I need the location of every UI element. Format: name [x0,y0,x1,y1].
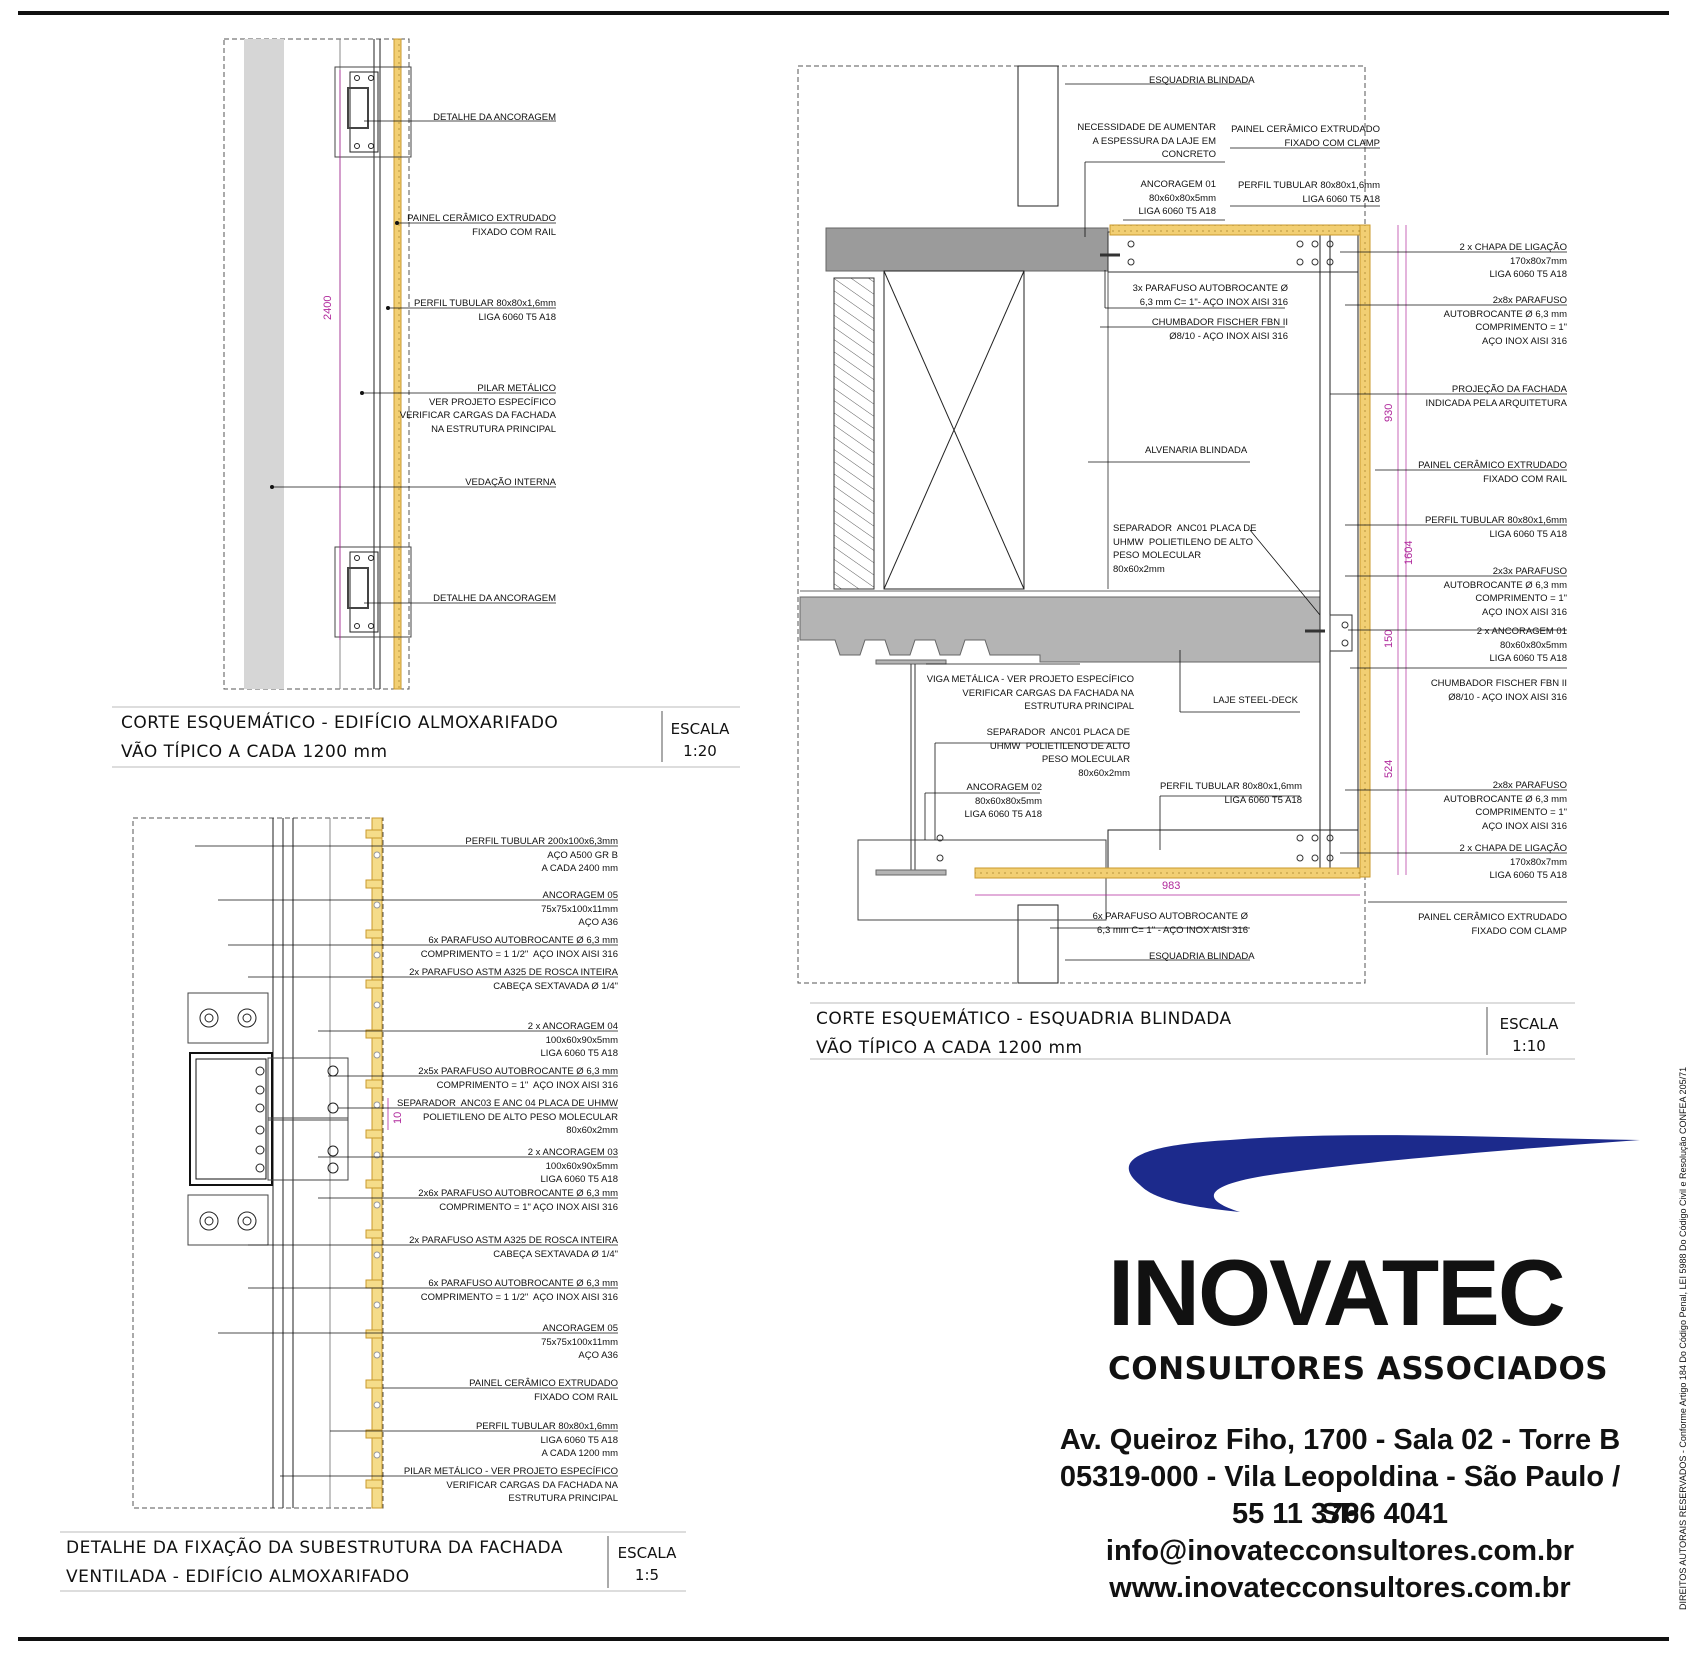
label-parafuso-6x-bottom: 6x PARAFUSO AUTOBROCANTE Ø 6,3 mm COMPRI… [420,1278,618,1303]
label-projecao-fachada: PROJEÇÃO DA FACHADA INDICADA PELA ARQUIT… [1425,384,1567,409]
label-painel-ceramico: PAINEL CERÂMICO EXTRUDADO FIXADO COM RAI… [407,213,556,238]
label-chumbador-bottom: CHUMBADOR FISCHER FBN II Ø8/10 - AÇO INO… [1430,678,1567,703]
label-laje-steel-deck: LAJE STEEL-DECK [1213,695,1298,706]
label-ancoragem-05-top: ANCORAGEM 05 75x75x100x11mm AÇO A36 [541,890,618,928]
label-ancoragem-02: ANCORAGEM 02 80x60x80x5mm LIGA 6060 T5 A… [964,782,1042,820]
dimension-1604: 1604 [1403,540,1415,565]
contact-address-line1: Av. Queiroz Fiho, 1700 - Sala 02 - Torre… [1059,1424,1621,1456]
brand-logo-text: INOVATEC [1108,1240,1566,1345]
contact-phone: 55 11 3766 4041 [1231,1498,1449,1530]
label-painel-ceramico-rail: PAINEL CERÂMICO EXTRUDADO FIXADO COM RAI… [469,1378,618,1403]
title-esquadria-line1: CORTE ESQUEMÁTICO - ESQUADRIA BLINDADA [816,1009,1232,1029]
copyright-notice: DIREITOS AUTORAIS RESERVADOS - Conforme … [1678,1066,1688,1610]
label-vedacao-interna: VEDAÇÃO INTERNA [465,477,556,488]
label-parafuso-astm-top: 2x PARAFUSO ASTM A325 DE ROSCA INTEIRA C… [409,967,618,992]
detalhe-ancoragem-top [334,66,412,158]
laje-steel-deck [799,596,1321,663]
label-chapa-ligacao-bottom: 2 x CHAPA DE LIGAÇÃO 170x80x7mm LIGA 606… [1459,843,1567,881]
drawing-frame [18,11,1669,1641]
scale-value-1: 1:20 [683,742,717,760]
view-corte-esquadria [797,65,1575,1060]
contact-email[interactable]: info@inovatecconsultores.com.br [1105,1535,1575,1567]
contact-website[interactable]: www.inovatecconsultores.com.br [1109,1572,1571,1604]
view-corte-almoxarifado [112,38,740,768]
label-separador-anc01-top: SEPARADOR ANC01 PLACA DE UHMW POLIETILEN… [1113,523,1257,575]
detalhe-ancoragem-bottom [334,546,412,638]
title-almoxarifado-line1: CORTE ESQUEMÁTICO - EDIFÍCIO ALMOXARIFAD… [121,713,559,733]
logo-swoosh [1128,1135,1640,1212]
label-pilar-metalico-2: PILAR METÁLICO - VER PROJETO ESPECÍFICO … [403,1466,618,1504]
view-detalhe-fixacao [60,817,686,1592]
alvenaria-hachurada [833,277,875,590]
dimension-983: 983 [1162,880,1181,892]
label-2x3x-parafuso: 2x3x PARAFUSO AUTOBROCANTE Ø 6,3 mm COMP… [1443,566,1567,618]
label-ancoragem-01: ANCORAGEM 01 80x60x80x5mm LIGA 6060 T5 A… [1138,179,1216,217]
vedacao-interna [244,39,284,689]
label-separador-anc03: SEPARADOR ANC03 E ANC 04 PLACA DE UHMW P… [396,1098,618,1136]
label-esquadria-blindada-top: ESQUADRIA BLINDADA [1149,75,1255,86]
label-perfil-tubular-right: PERFIL TUBULAR 80x80x1,6mm LIGA 6060 T5 … [1424,515,1567,540]
title-almoxarifado-line2: VÃO TÍPICO A CADA 1200 mm [121,742,388,762]
title-esquadria-line2: VÃO TÍPICO A CADA 1200 mm [816,1038,1083,1058]
scale-label-2: ESCALA [617,1544,677,1562]
label-necessidade-laje: NECESSIDADE DE AUMENTAR A ESPESSURA DA L… [1077,122,1216,160]
label-alvenaria-blindada: ALVENARIA BLINDADA [1145,445,1248,456]
dimension-524: 524 [1383,759,1395,778]
brand-subtitle: CONSULTORES ASSOCIADOS [1108,1351,1609,1387]
label-ancoragem-05-bottom: ANCORAGEM 05 75x75x100x11mm AÇO A36 [541,1323,618,1361]
label-6x-parafuso: 6x PARAFUSO AUTOBROCANTE Ø 6,3 mm C= 1" … [1092,911,1248,936]
label-chapa-ligacao-top: 2 x CHAPA DE LIGAÇÃO 170x80x7mm LIGA 606… [1459,242,1567,280]
label-perfil-tubular: PERFIL TUBULAR 80x80x1,6mm LIGA 6060 T5 … [413,298,556,323]
label-perfil-tubular-80: PERFIL TUBULAR 80x80x1,6mm LIGA 6060 T5 … [475,1421,618,1459]
label-painel-clamp-bottom: PAINEL CERÂMICO EXTRUDADO FIXADO COM CLA… [1418,912,1567,937]
label-parafuso-astm-bottom: 2x PARAFUSO ASTM A325 DE ROSCA INTEIRA C… [409,1235,618,1260]
scale-value-2: 1:5 [634,1566,660,1584]
dimension-930: 930 [1383,403,1395,422]
label-parafuso-6x-top: 6x PARAFUSO AUTOBROCANTE Ø 6,3 mm COMPRI… [420,935,618,960]
rail-profile-teeth [365,829,383,1489]
label-perfil-200x100: PERFIL TUBULAR 200x100x6,3mm AÇO A500 GR… [465,836,618,874]
dimension-150: 150 [1383,629,1395,648]
scale-value-3: 1:10 [1512,1037,1546,1055]
label-2x8x-parafuso-bottom: 2x8x PARAFUSO AUTOBROCANTE Ø 6,3 mm COMP… [1443,780,1567,832]
dimension-10: 10 [392,1111,404,1124]
dimension-2400: 2400 [322,295,334,320]
label-painel-rail-right: PAINEL CERÂMICO EXTRUDADO FIXADO COM RAI… [1418,460,1567,485]
label-ancoragem-04: 2 x ANCORAGEM 04 100x60x90x5mm LIGA 6060… [527,1021,618,1059]
label-perfil-tubular-bottom: PERFIL TUBULAR 80x80x1,6mm LIGA 6060 T5 … [1159,781,1302,806]
label-pilar-metalico: PILAR METÁLICO VER PROJETO ESPECÍFICO VE… [399,383,556,435]
bolt-heads [199,1008,257,1231]
label-chumbador-top: CHUMBADOR FISCHER FBN II Ø8/10 - AÇO INO… [1151,317,1288,342]
label-3x-parafuso: 3x PARAFUSO AUTOBROCANTE Ø 6,3 mm C= 1"-… [1132,283,1288,308]
title-fixacao-line1: DETALHE DA FIXAÇÃO DA SUBESTRUTURA DA FA… [66,1538,563,1558]
label-perfil-tubular-top: PERFIL TUBULAR 80x80x1,6mm LIGA 6060 T5 … [1237,180,1380,205]
scale-label-1: ESCALA [670,720,730,738]
label-ancoragem-03: 2 x ANCORAGEM 03 100x60x90x5mm LIGA 6060… [527,1147,618,1185]
label-viga-metalica: VIGA METÁLICA - VER PROJETO ESPECÍFICO V… [926,674,1134,712]
laje-concreto-superior [825,227,1109,272]
scale-label-3: ESCALA [1499,1015,1559,1033]
label-2x8x-parafuso-top: 2x8x PARAFUSO AUTOBROCANTE Ø 6,3 mm COMP… [1443,295,1567,347]
label-separador-anc01-bottom: SEPARADOR ANC01 PLACA DE UHMW POLIETILEN… [986,727,1130,779]
label-esquadria-blindada-bottom: ESQUADRIA BLINDADA [1149,951,1255,962]
contact-address-line2: 05319-000 - Vila Leopoldina - São Paulo … [1059,1461,1621,1530]
title-fixacao-line2: VENTILADA - EDIFÍCIO ALMOXARIFADO [66,1567,410,1587]
label-parafuso-2x6x: 2x6x PARAFUSO AUTOBROCANTE Ø 6,3 mm COMP… [418,1188,618,1213]
label-painel-clamp-top: PAINEL CERÂMICO EXTRUDADO FIXADO COM CLA… [1231,124,1380,149]
label-detalhe-ancoragem-2: DETALHE DA ANCORAGEM [433,593,556,604]
label-detalhe-ancoragem: DETALHE DA ANCORAGEM [433,112,556,123]
label-parafuso-2x5x: 2x5x PARAFUSO AUTOBROCANTE Ø 6,3 mm COMP… [418,1066,618,1091]
label-2x-ancoragem-01: 2 x ANCORAGEM 01 80x60x80x5mm LIGA 6060 … [1476,626,1567,664]
